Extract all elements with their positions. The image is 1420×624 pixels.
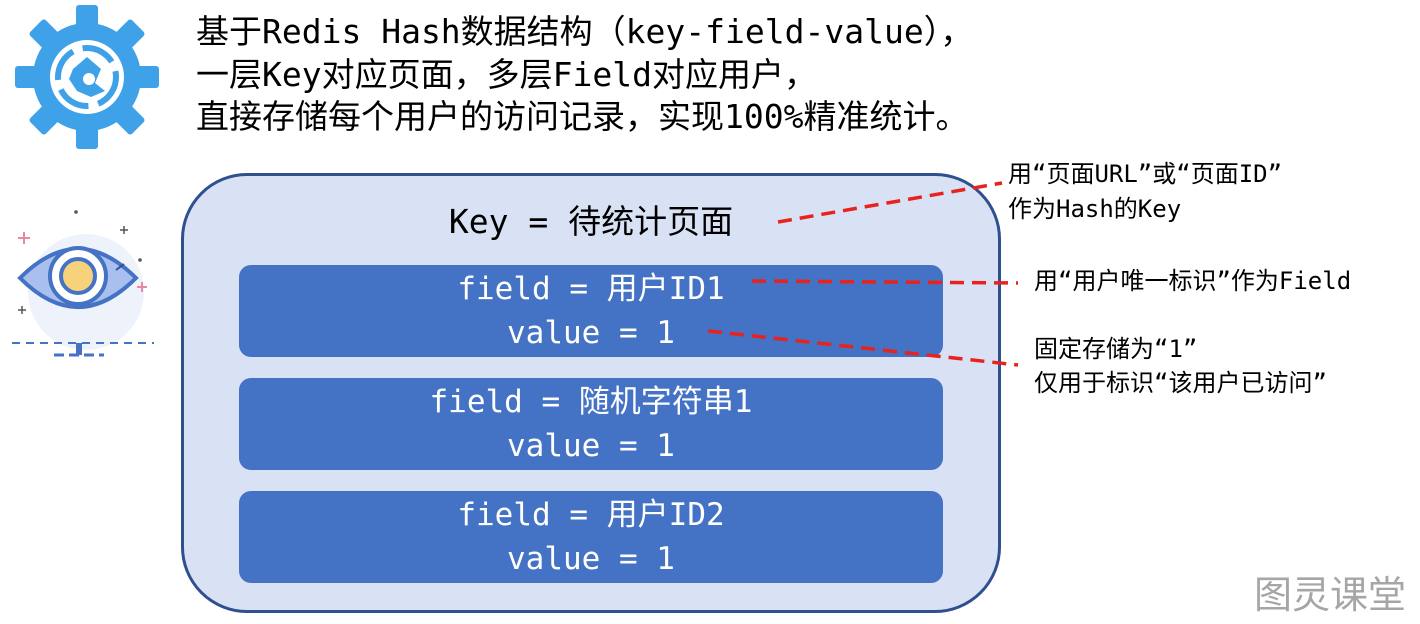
value-note-connector [707,329,1019,367]
field-note-connector [751,279,1019,285]
field-value-3: value = 1 [507,541,675,577]
watermark: 图灵课堂 [1254,573,1407,617]
field-value-1: value = 1 [507,315,675,351]
intro-line-3: 直接存储每个用户的访问记录，实现100%精准统计。 [196,97,969,136]
field-name-1: field = 用户ID1 [457,271,725,307]
value-note-line-2: 仅用于标识“该用户已访问” [1034,369,1327,397]
key-note-line-1: 用“页面URL”或“页面ID” [1008,160,1283,188]
value-note-line-1: 固定存储为“1” [1034,335,1198,363]
field-name-3: field = 用户ID2 [457,497,725,533]
key-label: Key = 待统计页面 [448,202,734,241]
eye-icon [12,210,154,357]
gear-icon [15,5,159,149]
intro-line-1: 基于Redis Hash数据结构（key-field-value）， [196,12,974,51]
field-entry-3: field = 用户ID2 value = 1 [239,491,943,583]
field-value-2: value = 1 [507,428,675,464]
field-note: 用“用户唯一标识”作为Field [1034,267,1352,295]
key-note-line-2: 作为Hash的Key [1008,195,1182,223]
key-note-connector [777,181,1003,224]
intro-line-2: 一层Key对应页面，多层Field对应用户， [196,55,817,94]
field-entry-2: field = 随机字符串1 value = 1 [239,378,943,470]
field-name-2: field = 随机字符串1 [429,384,753,420]
